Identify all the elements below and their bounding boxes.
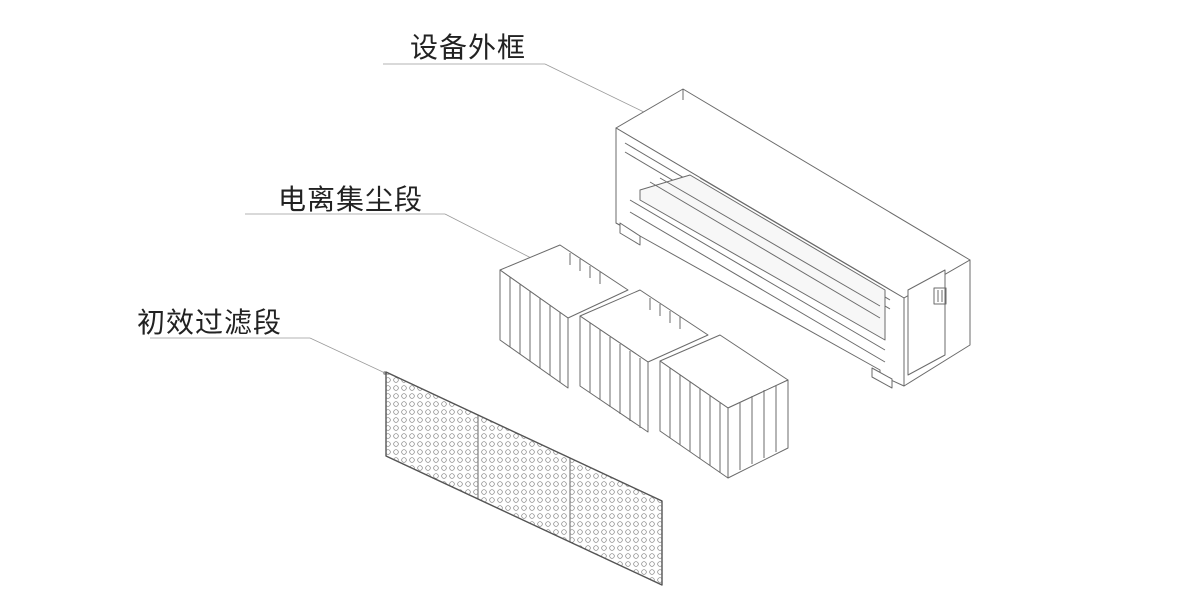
prefilter-panel-3 bbox=[569, 457, 663, 586]
prefilter-panel-1 bbox=[385, 371, 479, 500]
ionizer-section-label: 电离集尘段 bbox=[278, 183, 424, 216]
ionizer-module-2 bbox=[579, 289, 709, 433]
ionizer-leader bbox=[245, 213, 537, 262]
ionizer-module-3 bbox=[659, 334, 789, 479]
prefilter-section-label: 初效过滤段 bbox=[137, 306, 283, 339]
housing-leader bbox=[383, 63, 652, 117]
prefilter-leader bbox=[150, 337, 387, 375]
equipment-housing bbox=[615, 88, 971, 389]
housing-label: 设备外框 bbox=[410, 31, 527, 64]
prefilter-panel-2 bbox=[477, 414, 571, 543]
ionizer-module-1 bbox=[499, 244, 629, 389]
prefilter-section bbox=[385, 371, 663, 586]
ionizer-section bbox=[499, 244, 789, 479]
